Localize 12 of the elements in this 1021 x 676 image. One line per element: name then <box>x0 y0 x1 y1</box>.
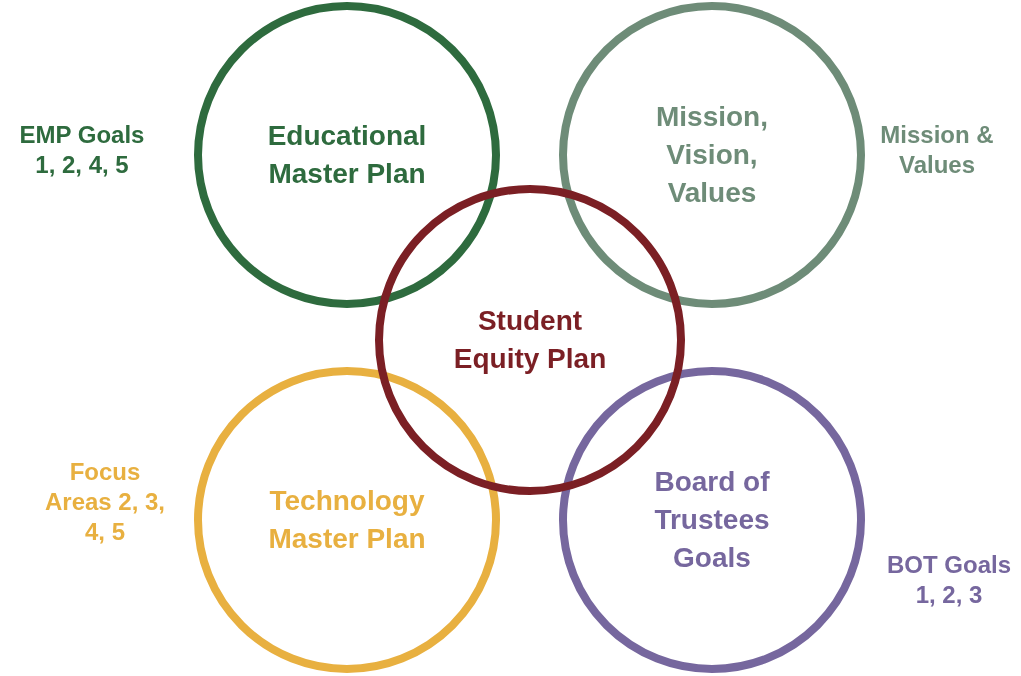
circle-label: Mission, Vision, Values <box>655 100 769 210</box>
circle-outline <box>194 2 500 308</box>
circle-outline <box>559 367 865 673</box>
goal-note: Focus Areas 2, 3, 4, 5 <box>43 457 167 547</box>
circle-outline <box>559 2 865 308</box>
circle-label: Student Equity Plan <box>452 304 608 376</box>
circle-label: Educational Master Plan <box>266 119 428 191</box>
goal-note: Mission & Values <box>879 120 995 180</box>
circle-label: Technology Master Plan <box>267 484 427 556</box>
goal-note: BOT Goals 1, 2, 3 <box>886 550 1012 610</box>
goal-note: EMP Goals 1, 2, 4, 5 <box>18 120 146 180</box>
circle-label: Board of Trustees Goals <box>653 465 771 575</box>
